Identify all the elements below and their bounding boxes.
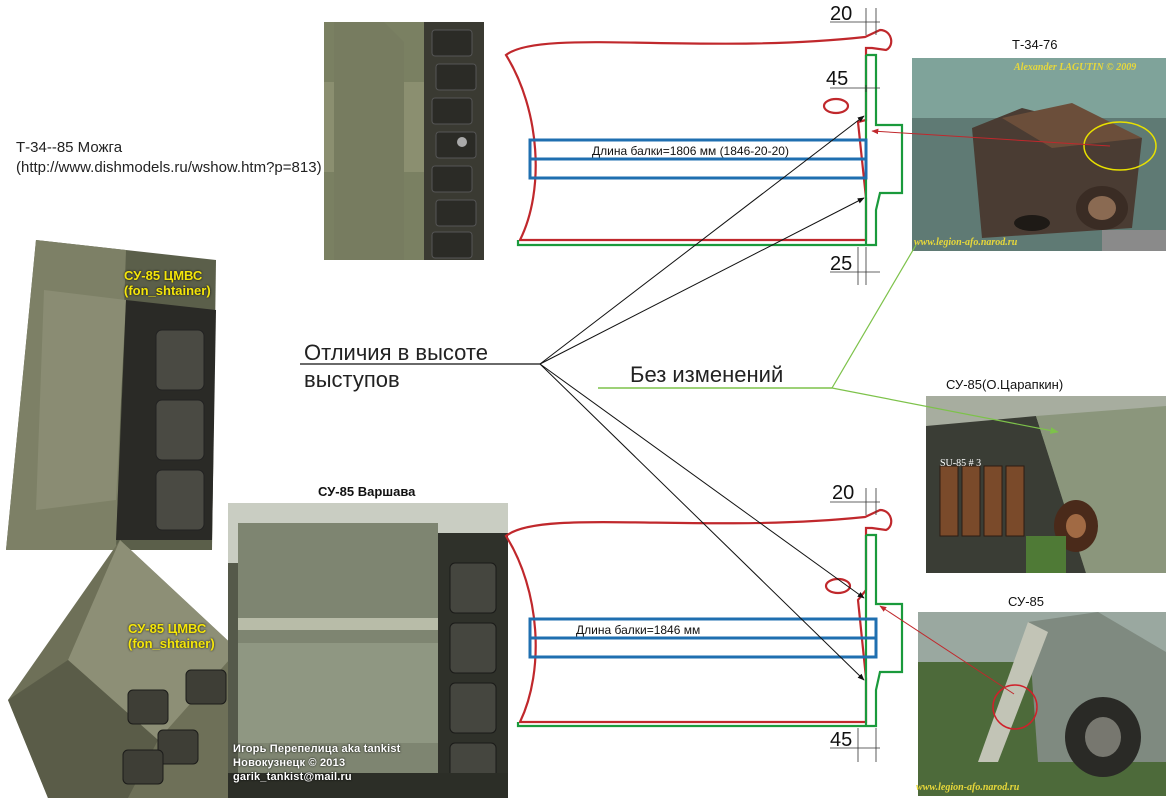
label-su85-tsmvs-top: СУ-85 ЦМВС (fon_shtainer) xyxy=(124,268,211,298)
watermark-legion-2: www.legion-afo.narod.ru xyxy=(916,782,1020,793)
drawing-top xyxy=(504,8,904,285)
credit-warsaw: Игорь Перепелица aka tankist Новокузнецк… xyxy=(233,743,401,783)
label-su85-tsmvs-bottom: СУ-85 ЦМВС (fon_shtainer) xyxy=(128,621,215,651)
beam-label-bottom: Длина балки=1846 мм xyxy=(576,623,700,637)
caption-su85: СУ-85 xyxy=(1008,594,1045,609)
source-note: Т-34--85 Можга (http://www.dishmodels.ru… xyxy=(16,138,322,178)
caption-t3476: Т-34-76 xyxy=(1012,37,1058,52)
dim-bottom-20: 20 xyxy=(832,482,854,504)
watermark-legion-1: www.legion-afo.narod.ru xyxy=(914,237,1018,248)
photo-t3485-mozhga xyxy=(324,22,484,260)
hull-outline-bottom xyxy=(504,508,893,724)
source-title: Т-34--85 Можга xyxy=(16,139,123,156)
hull-outline-top xyxy=(504,28,893,242)
drawing-bottom xyxy=(504,488,904,762)
caption-su85-tsarapkin: СУ-85(О.Царапкин) xyxy=(946,377,1064,392)
photo-su85-tsmvs-top xyxy=(6,240,216,550)
dim-bottom-45: 45 xyxy=(830,729,852,751)
track-guide-top xyxy=(516,53,904,247)
label-su85-number: SU-85 # 3 xyxy=(940,458,982,469)
label-differences: Отличия в высоте выступов xyxy=(304,340,488,392)
caption-su85-warsaw: СУ-85 Варшава xyxy=(318,484,416,499)
source-url: (http://www.dishmodels.ru/wshow.htm?p=81… xyxy=(16,159,322,176)
dim-top-25: 25 xyxy=(830,253,852,275)
watermark-lagutin: Alexander LAGUTIN © 2009 xyxy=(1014,62,1137,73)
difference-arrows xyxy=(539,115,865,681)
photo-su85-tsarapkin xyxy=(926,396,1166,573)
photo-su85-warsaw xyxy=(228,503,508,798)
beam-label-top: Длина балки=1806 мм (1846-20-20) xyxy=(592,144,789,158)
track-guide-bottom xyxy=(516,533,904,728)
photo-reference-arrows xyxy=(871,128,1111,695)
photo-su85-tsmvs-bottom xyxy=(8,540,238,798)
no-change-lines xyxy=(831,244,1059,434)
photo-su85 xyxy=(918,612,1166,796)
dim-top-20: 20 xyxy=(830,3,852,25)
photo-t3476 xyxy=(912,58,1166,251)
dim-top-45: 45 xyxy=(826,68,848,90)
label-no-changes: Без изменений xyxy=(630,362,784,387)
